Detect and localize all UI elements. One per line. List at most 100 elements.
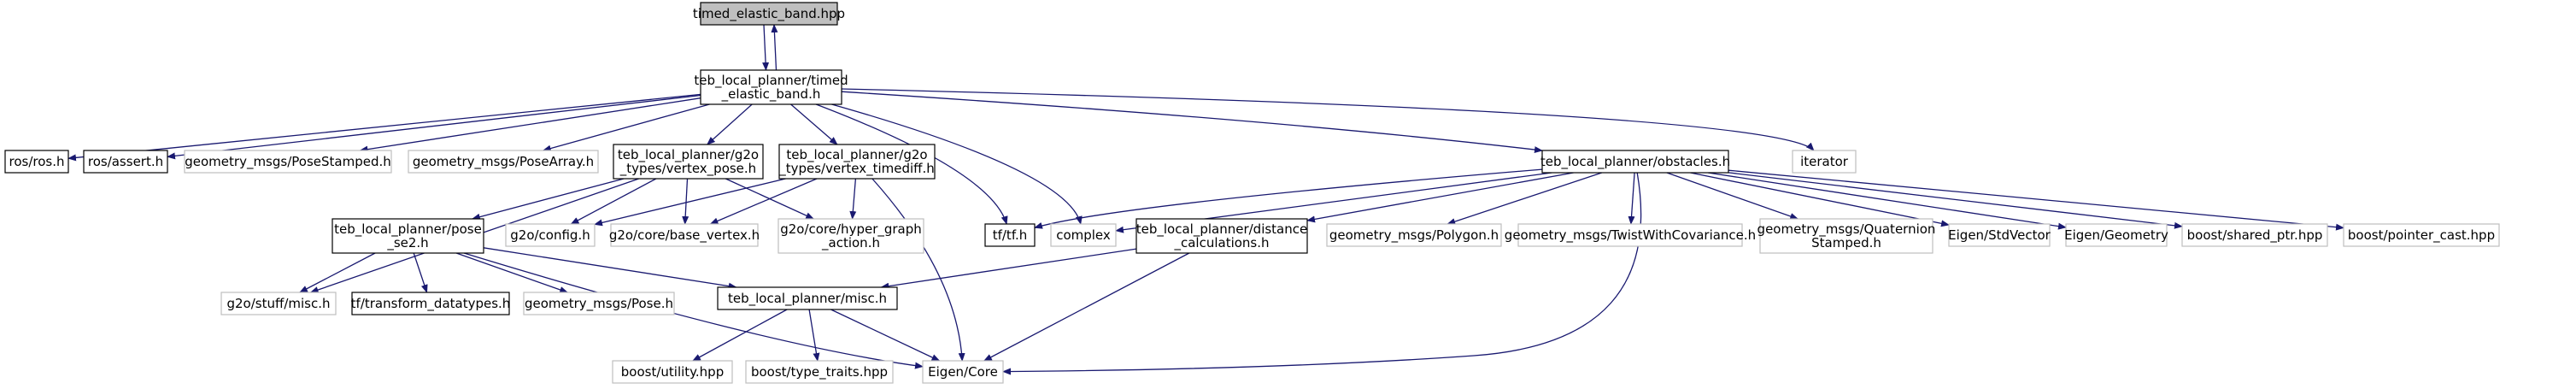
node-pose_se2_h[interactable]: teb_local_planner/pose_se2.h: [332, 218, 484, 254]
edge-misc_h-to-boost_type_traits_hpp: [808, 309, 820, 362]
node-g2o_config_h: g2o/config.h: [505, 223, 596, 247]
node-label-g2o_base_vertex_h: g2o/core/base_vertex.h: [609, 227, 760, 244]
node-ros_ros_h[interactable]: ros/ros.h: [4, 150, 69, 174]
node-box-iterator: [1792, 150, 1857, 174]
node-pose_stamped_h: geometry_msgs/PoseStamped.h: [184, 150, 392, 174]
edge-obstacles_h-to-distance_calculations_h: [1306, 172, 1574, 223]
node-label-vertex_timediff_h-line1: teb_local_planner/g2o: [786, 147, 927, 163]
edge-vertex_timediff_h-to-g2o_config_h: [594, 178, 786, 227]
node-box-obstacles_h: [1541, 150, 1729, 174]
edge-vertex_pose_h-to-g2o_base_vertex_h: [682, 178, 689, 225]
node-label-complex: complex: [1056, 227, 1111, 243]
node-box-boost_type_traits_hpp: [745, 360, 894, 384]
edge-timed_elastic_band_h-to-pose_stamped_h: [359, 97, 701, 153]
edge-vertex_pose_h-to-pose_se2_h: [471, 178, 625, 221]
edge-pose_se2_h-to-tf_transform_datatypes_h: [413, 252, 428, 293]
node-label-boost_utility_hpp: boost/utility.hpp: [621, 364, 724, 380]
node-ros_assert_h[interactable]: ros/assert.h: [83, 150, 168, 174]
node-boost_pointer_cast_hpp: boost/pointer_cast.hpp: [2343, 223, 2500, 247]
edge-obstacles_h-to-twist_with_covariance_h: [1628, 172, 1635, 225]
node-box-eigen_geometry: [2065, 223, 2168, 247]
edge-obstacles_h-to-polygon_h: [1446, 172, 1603, 225]
node-box-pose_array_h: [408, 150, 599, 174]
node-label-eigen_geometry: Eigen/Geometry: [2064, 227, 2168, 243]
edge-timed_elastic_band_h-to-vertex_timediff_h: [790, 103, 838, 145]
node-label-polygon_h: geometry_msgs/Polygon.h: [1329, 227, 1499, 244]
node-box-complex: [1050, 223, 1117, 247]
edge-timed_elastic_band_h-to-ros_ros_h: [67, 93, 701, 162]
node-box-tf_tf_h: [984, 223, 1036, 247]
node-timed_elastic_band_hpp[interactable]: timed_elastic_band.hpp: [693, 2, 845, 26]
node-twist_with_covariance_h: geometry_msgs/TwistWithCovariance.h: [1505, 223, 1756, 247]
node-label-timed_elastic_band_h-line2: _elastic_band.h: [721, 86, 821, 103]
node-box-boost_utility_hpp: [612, 360, 733, 384]
node-label-eigen_core: Eigen/Core: [928, 364, 998, 380]
edge-obstacles_h-to-eigen_geometry: [1708, 172, 2067, 230]
node-boost_type_traits_hpp: boost/type_traits.hpp: [745, 360, 894, 384]
node-box-pose_se2_h: [332, 218, 484, 254]
edge-pose_se2_h-to-g2o_stuff_misc_h: [299, 252, 376, 293]
node-label-tf_transform_datatypes_h: tf/transform_datatypes.h: [351, 296, 511, 312]
node-box-g2o_base_vertex_h: [610, 223, 759, 247]
node-label-twist_with_covariance_h: geometry_msgs/TwistWithCovariance.h: [1505, 227, 1756, 244]
node-g2o_hyper_graph_action_h: g2o/core/hyper_graph_action.h: [777, 218, 924, 254]
edge-distance_calculations_h-to-misc_h: [880, 248, 1137, 290]
node-box-ros_assert_h: [83, 150, 168, 174]
node-polygon_h: geometry_msgs/Polygon.h: [1326, 223, 1502, 247]
node-box-distance_calculations_h: [1135, 218, 1308, 254]
node-box-timed_elastic_band_hpp: [700, 2, 838, 26]
node-geometry_msgs_pose_h: geometry_msgs/Pose.h: [523, 292, 675, 315]
node-tf_tf_h[interactable]: tf/tf.h: [984, 223, 1036, 247]
node-g2o_stuff_misc_h: g2o/stuff/misc.h: [220, 292, 337, 315]
node-timed_elastic_band_h[interactable]: teb_local_planner/timed_elastic_band.h: [694, 69, 848, 105]
edge-obstacles_h-to-tf_tf_h: [1034, 168, 1543, 229]
node-boost_shared_ptr_hpp: boost/shared_ptr.hpp: [2181, 223, 2328, 247]
edge-obstacles_h-to-eigen_core: [1002, 172, 1642, 375]
node-distance_calculations_h[interactable]: teb_local_planner/distance_calculations.…: [1135, 218, 1308, 254]
node-obstacles_h[interactable]: teb_local_planner/obstacles.h: [1540, 150, 1730, 174]
edge-timed_elastic_band_h-to-timed_elastic_band_hpp: [771, 24, 778, 71]
node-box-timed_elastic_band_h: [700, 69, 842, 105]
node-label-ros_ros_h: ros/ros.h: [9, 154, 65, 169]
node-label-distance_calculations_h-line1: teb_local_planner/distance: [1136, 221, 1308, 238]
edge-obstacles_h-to-quaternion_stamped_h: [1666, 172, 1799, 220]
node-label-distance_calculations_h-line2: _calculations.h: [1173, 235, 1269, 251]
node-label-obstacles_h: teb_local_planner/obstacles.h: [1540, 154, 1730, 170]
node-box-boost_shared_ptr_hpp: [2181, 223, 2328, 247]
node-iterator: iterator: [1792, 150, 1857, 174]
node-box-g2o_config_h: [505, 223, 596, 247]
node-label-pose_se2_h-line1: teb_local_planner/pose: [334, 221, 482, 238]
node-misc_h[interactable]: teb_local_planner/misc.h: [717, 286, 898, 310]
node-box-g2o_hyper_graph_action_h: [777, 218, 924, 254]
edge-vertex_timediff_h-to-g2o_hyper_graph_action_h: [849, 178, 857, 220]
node-label-pose_se2_h-line2: _se2.h: [386, 235, 428, 251]
node-box-geometry_msgs_pose_h: [523, 292, 675, 315]
node-vertex_timediff_h[interactable]: teb_local_planner/g2o_types/vertex_timed…: [778, 144, 936, 180]
node-box-pose_stamped_h: [184, 150, 392, 174]
node-vertex_pose_h[interactable]: teb_local_planner/g2o_types/vertex_pose.…: [613, 144, 764, 180]
node-label-boost_pointer_cast_hpp: boost/pointer_cast.hpp: [2348, 227, 2495, 244]
node-label-quaternion_stamped_h-line2: Stamped.h: [1811, 235, 1881, 250]
edge-vertex_timediff_h-to-eigen_core: [871, 178, 965, 362]
node-eigen_geometry: Eigen/Geometry: [2064, 223, 2168, 247]
dependency-edges: [67, 24, 2344, 375]
edge-timed_elastic_band_h-to-iterator: [841, 88, 1815, 151]
node-label-pose_stamped_h: geometry_msgs/PoseStamped.h: [185, 154, 391, 170]
node-label-g2o_config_h: g2o/config.h: [510, 227, 590, 243]
edge-misc_h-to-eigen_core: [830, 309, 941, 362]
edge-timed_elastic_band_hpp-to-timed_elastic_band_h: [762, 24, 770, 71]
edge-pose_se2_h-to-geometry_msgs_pose_h: [455, 252, 569, 293]
edge-timed_elastic_band_h-to-complex: [831, 103, 1083, 225]
node-label-ros_assert_h: ros/assert.h: [88, 154, 163, 169]
edge-vertex_timediff_h-to-g2o_base_vertex_h: [709, 178, 818, 225]
node-box-polygon_h: [1326, 223, 1502, 247]
node-label-vertex_pose_h-line1: teb_local_planner/g2o: [618, 147, 759, 163]
edge-timed_elastic_band_h-to-pose_array_h: [542, 103, 710, 152]
node-label-g2o_hyper_graph_action_h-line2: _action.h: [821, 235, 880, 251]
node-tf_transform_datatypes_h[interactable]: tf/transform_datatypes.h: [351, 292, 511, 315]
node-label-quaternion_stamped_h-line1: geometry_msgs/Quaternion: [1757, 221, 1936, 238]
node-eigen_stdvector: Eigen/StdVector: [1948, 223, 2051, 247]
edge-obstacles_h-to-eigen_stdvector: [1690, 172, 1950, 227]
edge-timed_elastic_band_h-to-tf_tf_h: [815, 103, 1008, 225]
node-box-eigen_core: [922, 360, 1004, 384]
